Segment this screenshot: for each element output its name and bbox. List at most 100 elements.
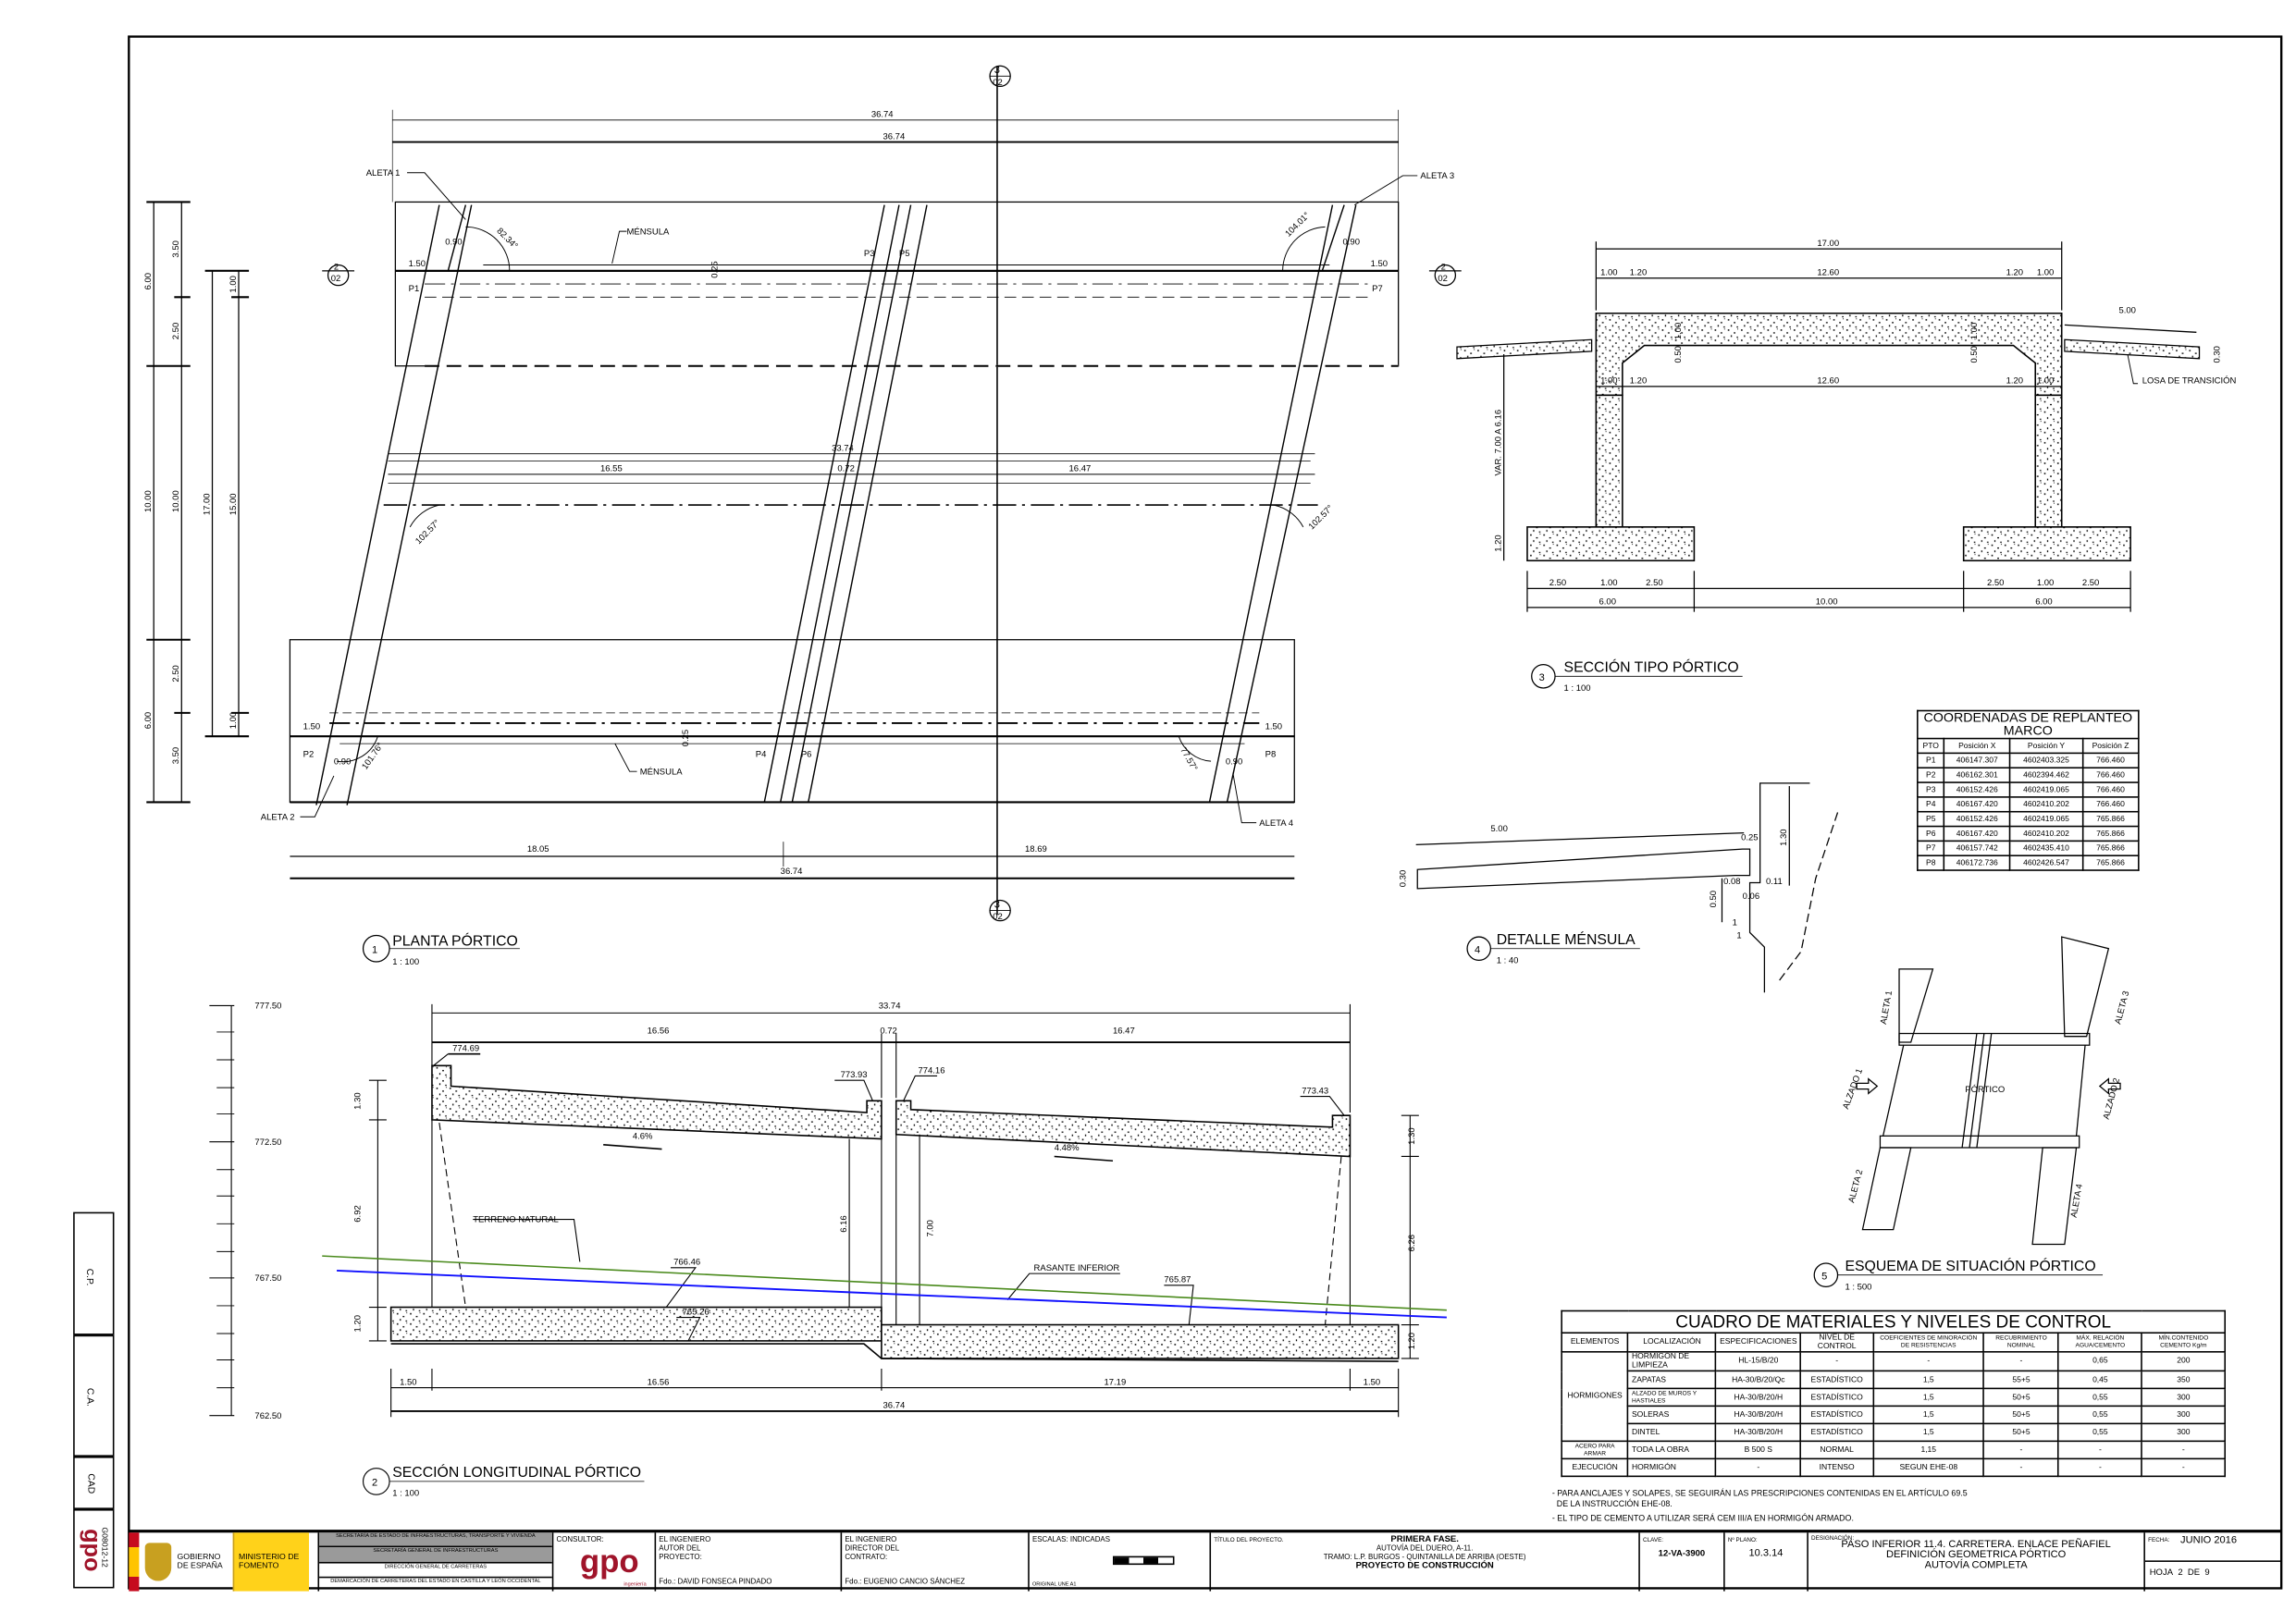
- seccion-long-top-gap: 0.72: [880, 1027, 896, 1037]
- title-block-titulo-0: PRIMERA FASE.: [1390, 1535, 1459, 1544]
- planta-small-w-bot-left: 0.90: [334, 756, 351, 767]
- esquema-scale: 1 : 500: [1845, 1283, 1871, 1293]
- material-cell: -: [1982, 1457, 2060, 1478]
- coordinate-cell: P5: [1917, 810, 1945, 828]
- escalas-cell: ESCALAS: INDICADAS ORIGINAL UNE A1: [1030, 1532, 1212, 1592]
- planta-small-w-bot-right: 0.90: [1226, 756, 1242, 767]
- longitudinal-section: [209, 1003, 1447, 1495]
- planta-small-off-bl: 1.50: [303, 721, 320, 732]
- planta-angles-ml: 102.57°: [414, 518, 442, 547]
- planta-section-ref-side-top: 2: [334, 262, 339, 272]
- designacion-cell: DESIGNACIÓN: PASO INFERIOR 11.4. CARRETE…: [1808, 1532, 2145, 1592]
- material-cell: 0,45: [2057, 1370, 2143, 1390]
- planta-labels-mensula-top: MÉNSULA: [626, 227, 670, 237]
- detalle-dims-1: 0.30: [1399, 870, 1409, 887]
- planta-left-dims-outer-0: 6.00: [143, 273, 154, 289]
- coordinate-cell: 406152.426: [1943, 781, 2011, 798]
- material-cell: 1,15: [1872, 1440, 1985, 1460]
- title-block-consultor-label: CONSULTOR:: [556, 1535, 604, 1544]
- planta-points-3: P4: [756, 749, 767, 759]
- seccion-tipo-foot-parts-2: 2.50: [1646, 578, 1662, 588]
- detalle-dims-4: 0.08: [1723, 877, 1740, 887]
- title-block-titulo-label: TÍTULO DEL PROYECTO.: [1214, 1535, 1284, 1543]
- planta-angles-bl: 101.76°: [360, 741, 386, 771]
- material-cell: HORMIGÓN: [1627, 1457, 1717, 1478]
- seccion-long-bottom-3: 1.50: [1364, 1377, 1380, 1387]
- title-block-escalas: INDICADAS: [1069, 1535, 1110, 1544]
- coordinate-cell: 765.866: [2081, 855, 2140, 871]
- material-cell: HA-30/B/20/H: [1715, 1405, 1802, 1425]
- seccion-tipo-top-parts-3: 1.20: [2006, 268, 2023, 278]
- planta-section-ref-side-top: 2: [1441, 262, 1446, 272]
- note-1b: DE LA INSTRUCCIÓN EHE-08.: [1551, 1500, 1673, 1509]
- seccion-tipo-top-parts-4: 1.00: [2037, 268, 2054, 278]
- seccion-tipo-haunch-3: 1.00: [1969, 323, 1980, 339]
- title-block-total: 9: [2204, 1568, 2210, 1579]
- typical-section-labels: 17.00 1.00 1.20 12.60 1.20 1.00 1.00 1.2…: [1493, 239, 2236, 694]
- seccion-tipo-footing-h: 1.20: [1493, 535, 1503, 551]
- planta-labels-mensula-bottom: MÉNSULA: [640, 767, 684, 777]
- coordinate-cell: P7: [1917, 840, 1945, 856]
- gpo-logo-box: gpo G08012-12: [73, 1508, 115, 1589]
- coords-headers-3: Posición Z: [2081, 737, 2140, 755]
- planta-small-m-bot: 0.25: [681, 730, 691, 746]
- coordinate-cell: P4: [1917, 796, 1945, 813]
- material-cell: HORMIGÓN DE LIMPIEZA: [1627, 1351, 1717, 1372]
- seccion-long-bottom-2: 17.19: [1105, 1377, 1127, 1387]
- planta-left-dims-15-0: 1.00: [228, 276, 239, 292]
- seccion-tipo-number: 3: [1539, 672, 1545, 683]
- seccion-tipo-haunch-2: 0.50: [1969, 346, 1980, 363]
- planta-points-2: P3: [864, 249, 875, 259]
- title-block-designacion-label: DESIGNACIÓN:: [1811, 1533, 1855, 1542]
- organization-hierarchy: SECRETARÍA DE ESTADO DE INFRAESTRUCTURAS…: [319, 1532, 554, 1592]
- coordinate-cell: 406147.307: [1943, 752, 2011, 769]
- dim-bottom-right: 18.69: [1025, 844, 1047, 855]
- coordinate-cell: 4602426.547: [2009, 855, 2083, 871]
- plan-view: [146, 65, 1462, 963]
- material-cell: -: [1872, 1351, 1985, 1372]
- planta-labels-aleta3: ALETA 3: [1420, 171, 1454, 181]
- title-block-clave: 12-VA-3900: [1658, 1550, 1706, 1559]
- material-cell: 1,5: [1872, 1405, 1985, 1425]
- seccion-long-inner-right: 7.00: [925, 1220, 935, 1236]
- seccion-long-scale-bar-3: 762.50: [254, 1411, 281, 1421]
- material-cell: 300: [2141, 1422, 2227, 1443]
- seccion-tipo-top-parts-0: 1.00: [1600, 268, 1617, 278]
- title-block-autor-label: EL INGENIERO AUTOR DEL PROYECTO:: [659, 1535, 711, 1562]
- seccion-long-left-v-2: 1.20: [352, 1315, 363, 1332]
- planta-left-dims-inner-4: 3.50: [171, 747, 181, 764]
- coat-of-arms-icon: [144, 1543, 172, 1581]
- material-cell: HA-30/B/20/Qc: [1715, 1370, 1802, 1390]
- title-block-plano-label: Nº PLANO:: [1727, 1535, 1758, 1543]
- planta-small-m-top: 0.25: [710, 261, 721, 277]
- material-cell: -: [2057, 1440, 2143, 1460]
- title-block-org-3: DEMARCACIÓN DE CARRETERAS DEL ESTADO EN …: [330, 1577, 541, 1584]
- planta-section-ref-top: 3: [994, 899, 1000, 910]
- coordinate-cell: 4602435.410: [2009, 840, 2083, 856]
- planta-section-ref-bottom: 02: [993, 78, 1003, 88]
- title-block: GOBIERNO DE ESPAÑA MINISTERIO DE FOMENTO…: [129, 1530, 2282, 1592]
- seccion-long-top-left: 16.56: [648, 1027, 670, 1037]
- planta-labels-aleta4: ALETA 4: [1259, 818, 1293, 829]
- coordinate-cell: 406167.420: [1943, 825, 2011, 842]
- esquema-number: 5: [1821, 1271, 1827, 1282]
- planta-left-dims-15-1: 15.00: [228, 493, 239, 515]
- material-cell: 50+5: [1982, 1422, 2060, 1443]
- coordinate-cell: P2: [1917, 767, 1945, 783]
- title-block-titulo-2: TRAMO: L.P. BURGOS - QUINTANILLA DE ARRI…: [1323, 1553, 1526, 1562]
- material-cell: 55+5: [1982, 1370, 2060, 1390]
- detalle-dims-6: 0.06: [1743, 891, 1759, 902]
- seccion-tipo-foot-parts-0: 2.50: [1549, 578, 1566, 588]
- gpo-logo: gpo: [579, 1543, 639, 1580]
- material-cell: 0,65: [2057, 1351, 2143, 1372]
- esquema-labels-4: PÓRTICO: [1965, 1085, 2005, 1095]
- title-block-autor: Fdo.: DAVID FONSECA PINDADO: [659, 1578, 772, 1587]
- title-block-de: DE: [2187, 1568, 2201, 1579]
- title-block-titulo-3: PROYECTO DE CONSTRUCCIÓN: [1355, 1561, 1494, 1571]
- material-cell: -: [1982, 1440, 2060, 1460]
- material-cell: 50+5: [1982, 1387, 2060, 1408]
